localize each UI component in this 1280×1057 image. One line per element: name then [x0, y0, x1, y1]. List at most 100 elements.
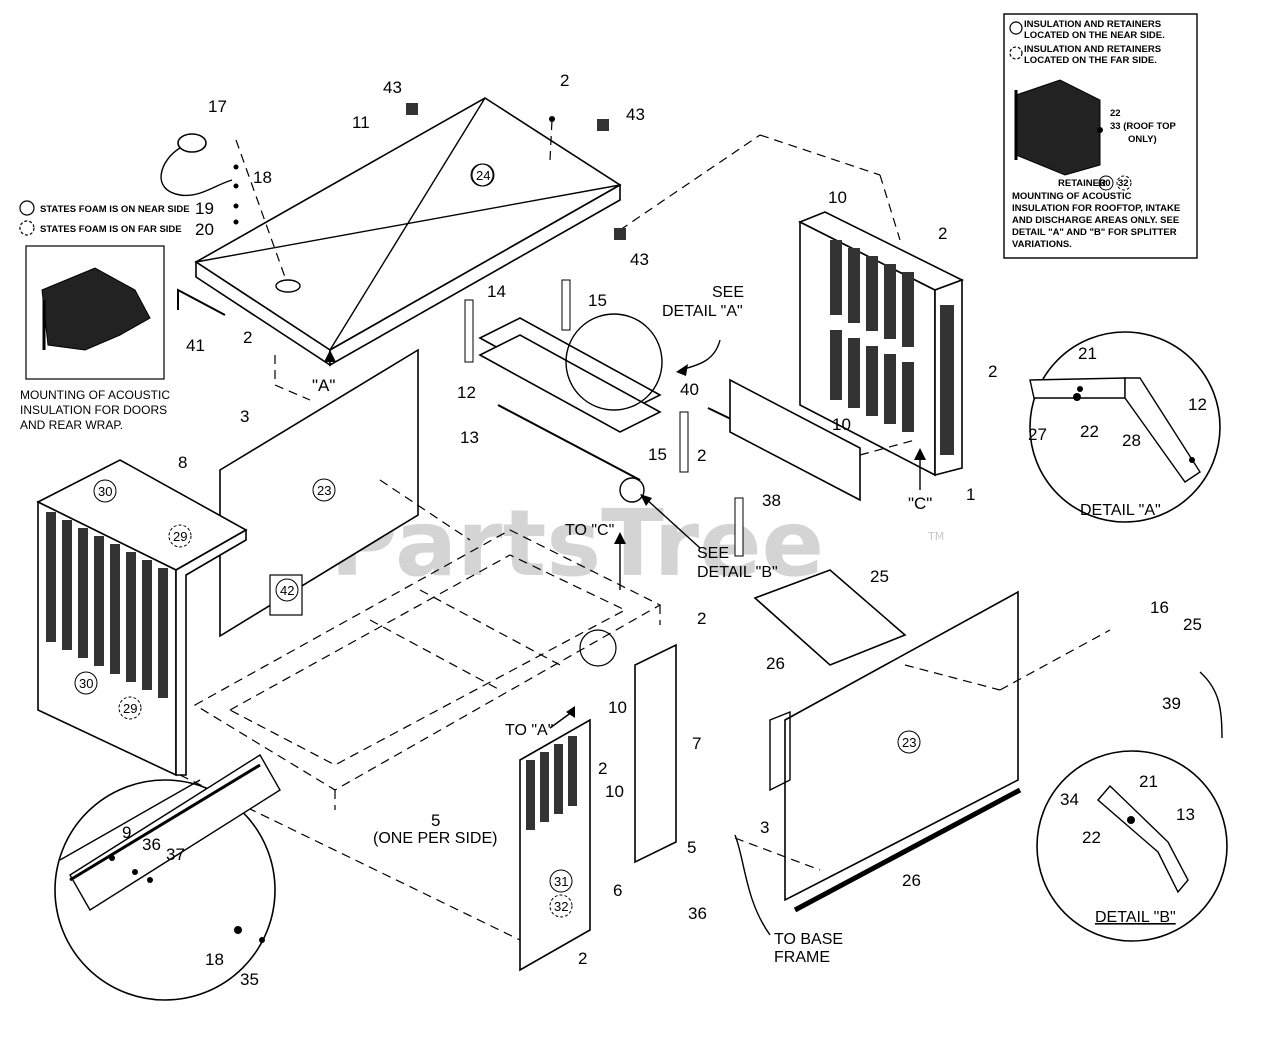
splitter-assembly	[464, 279, 786, 557]
callout-14: 14	[487, 282, 506, 301]
callout-5-cable: 5	[687, 838, 696, 857]
legend-far-1: INSULATION AND RETAINERS	[1024, 44, 1161, 55]
circled-part-tags: 24 23 30 29 42 30 29 23 31 32	[74, 163, 921, 918]
legend-right-32: 32	[1118, 178, 1129, 189]
callout-43-right: 43	[626, 105, 645, 124]
sensor-17	[160, 133, 233, 197]
callout-21-detail-a: 21	[1078, 344, 1097, 363]
see-detail-b-line1: SEE	[697, 545, 729, 562]
callout-25-right: 25	[1183, 615, 1202, 634]
legend-right-33: 33 (ROOF TOP	[1110, 121, 1176, 132]
callout-13: 13	[460, 428, 479, 447]
callout-18-detail: 18	[205, 950, 224, 969]
callout-3-back: 3	[240, 407, 249, 426]
callout-43-bottom: 43	[630, 250, 649, 269]
callout-36-detail: 36	[142, 835, 161, 854]
detail-b-title: DETAIL "B"	[1095, 909, 1176, 926]
tag-30-front: 30	[79, 676, 93, 691]
callout-c-marker: "C"	[908, 494, 932, 513]
see-detail-b-line2: DETAIL "B"	[697, 564, 778, 581]
base-frame	[193, 529, 662, 810]
left-end-panel	[36, 459, 248, 777]
callout-10-side: 10	[605, 782, 624, 801]
legend-right-only: ONLY)	[1128, 134, 1157, 145]
tag-42: 42	[280, 583, 294, 598]
callout-17: 17	[208, 97, 227, 116]
callout-41: 41	[186, 336, 205, 355]
left-insulation-legend: STATES FOAM IS ON NEAR SIDE STATES FOAM …	[19, 200, 190, 432]
legend-near-text: STATES FOAM IS ON NEAR SIDE	[40, 204, 190, 215]
tag-24: 24	[476, 168, 490, 183]
callout-2-mid: 2	[697, 446, 706, 465]
detail-a-view	[1029, 331, 1221, 523]
legend-right-caption-2: INSULATION FOR ROOFTOP, INTAKE	[1012, 203, 1180, 214]
callout-2-bottom: 2	[578, 949, 587, 968]
legend-far-2: LOCATED ON THE FAR SIDE.	[1024, 55, 1157, 66]
to-base-frame-line2: FRAME	[774, 949, 830, 966]
callout-39: 39	[1162, 694, 1181, 713]
callout-15-top: 15	[588, 291, 607, 310]
callout-5-base: 5	[431, 811, 440, 830]
callout-36-cable: 36	[688, 904, 707, 923]
text-labels: SEE DETAIL "A" SEE DETAIL "B" TO "C" TO …	[373, 284, 1176, 966]
panel-38	[729, 378, 861, 502]
callout-2-left: 2	[243, 328, 252, 347]
callout-7: 7	[692, 734, 701, 753]
callout-2-base: 2	[697, 609, 706, 628]
callout-38: 38	[762, 491, 781, 510]
see-detail-a-line1: SEE	[712, 284, 744, 301]
legend-right-caption-1: MOUNTING OF ACOUSTIC	[1012, 191, 1132, 202]
right-insulation-legend: INSULATION AND RETAINERS LOCATED ON THE …	[1003, 13, 1198, 259]
callout-2-right: 2	[988, 362, 997, 381]
intake-grille-panel	[798, 211, 965, 477]
detail-a-title: DETAIL "A"	[1080, 502, 1161, 519]
callout-1: 1	[966, 485, 975, 504]
legend-right-caption-4: DETAIL "A" AND "B" FOR SPLITTER	[1012, 227, 1177, 238]
tag-32: 32	[554, 899, 568, 914]
legend-left-caption-3: AND REAR WRAP.	[20, 418, 123, 432]
to-c-label: TO "C"	[565, 522, 614, 539]
access-panel	[753, 569, 1022, 913]
callout-37: 37	[166, 845, 185, 864]
one-per-side-label: (ONE PER SIDE)	[373, 830, 497, 847]
callout-a-marker: "A"	[312, 376, 335, 395]
side-panel-7	[634, 643, 677, 864]
legend-right-retainer: RETAINER	[1058, 178, 1106, 189]
callout-3-access: 3	[760, 818, 769, 837]
legend-left-caption-2: INSULATION FOR DOORS	[20, 403, 167, 417]
callout-12-detail-a: 12	[1188, 395, 1207, 414]
callout-2-front: 2	[598, 759, 607, 778]
callout-10-mid: 10	[832, 415, 851, 434]
legend-left-caption-1: MOUNTING OF ACOUSTIC	[20, 388, 170, 402]
callout-20: 20	[195, 220, 214, 239]
to-a-label: TO "A"	[505, 722, 553, 739]
callout-2-top: 2	[560, 71, 569, 90]
callout-27: 27	[1028, 425, 1047, 444]
bottom-left-detail-view	[54, 754, 281, 1001]
see-detail-a-line2: DETAIL "A"	[662, 303, 743, 320]
tag-23-access: 23	[902, 735, 916, 750]
legend-right-22: 22	[1110, 108, 1121, 119]
insulation-pad-43	[406, 103, 418, 115]
callout-11: 11	[352, 113, 370, 132]
callout-2-right-top: 2	[938, 224, 947, 243]
callout-9: 9	[122, 823, 131, 842]
roof-panel	[194, 97, 622, 367]
callout-21-detail-b: 21	[1139, 772, 1158, 791]
callout-12: 12	[457, 383, 476, 402]
tag-31: 31	[554, 874, 568, 889]
tag-29-top: 29	[173, 529, 187, 544]
callout-40: 40	[680, 380, 699, 399]
leader-17	[235, 139, 287, 281]
callout-22-detail-a: 22	[1080, 422, 1099, 441]
watermark-trademark: TM	[927, 530, 944, 543]
tag-29-front: 29	[123, 701, 137, 716]
callout-6: 6	[613, 881, 622, 900]
detail-b-view	[1036, 750, 1228, 942]
legend-right-caption-5: VARIATIONS.	[1012, 239, 1072, 250]
legend-near-2: LOCATED ON THE NEAR SIDE.	[1024, 30, 1165, 41]
callout-10-front: 10	[608, 698, 627, 717]
front-panel	[519, 718, 591, 972]
callout-43-top: 43	[383, 78, 402, 97]
